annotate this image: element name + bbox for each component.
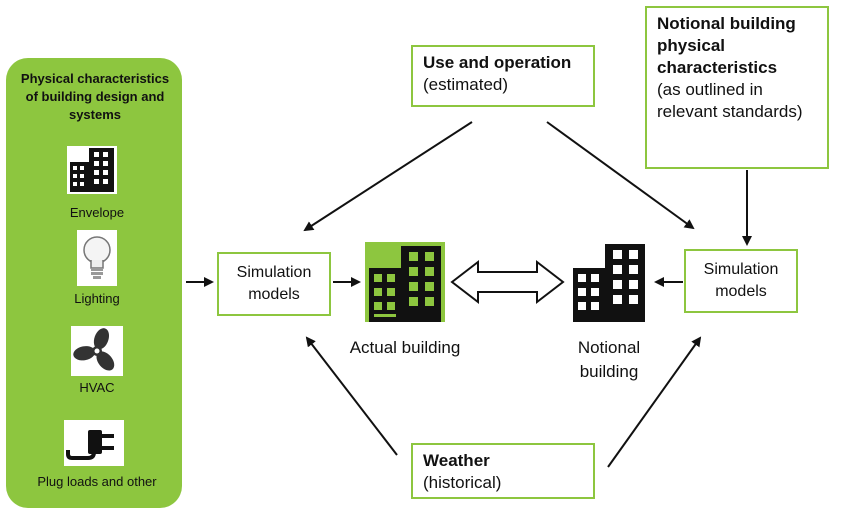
simulation-models-left-label: Simulation models (236, 264, 312, 303)
lightbulb-icon (77, 230, 117, 286)
arrow-use-to-sim-right (546, 121, 695, 230)
plug-icon (64, 420, 124, 466)
use-and-operation-subtitle: (estimated) (423, 75, 509, 94)
panel-title: Physical characteristics of building des… (20, 71, 170, 122)
notional-building-label: Notional building (577, 338, 641, 381)
arrow-use-to-sim-left (303, 121, 473, 232)
simulation-models-left-box: Simulation models (217, 252, 331, 316)
simulation-models-right-label: Simulation models (703, 261, 779, 300)
envelope-label: Envelope (69, 205, 125, 220)
double-arrow-comparison (450, 259, 565, 305)
lighting-label: Lighting (74, 291, 120, 306)
weather-title: Weather (423, 451, 490, 470)
actual-building-label: Actual building (349, 338, 461, 357)
fan-icon (71, 326, 123, 376)
use-and-operation-title: Use and operation (423, 53, 572, 72)
use-and-operation-box: Use and operation (estimated) (411, 45, 595, 107)
plug-loads-label: Plug loads and other (37, 474, 157, 489)
notional-characteristics-title: Notional building physical characteristi… (657, 14, 796, 77)
notional-building-icon (569, 242, 649, 322)
weather-subtitle: (historical) (423, 473, 502, 492)
arrow-weather-to-sim-left (305, 336, 398, 456)
notional-characteristics-box: Notional building physical characteristi… (645, 6, 829, 169)
arrow-weather-to-sim-right (607, 336, 702, 468)
hvac-label: HVAC (79, 380, 115, 395)
weather-box: Weather (historical) (411, 443, 595, 499)
simulation-models-right-box: Simulation models (684, 249, 798, 313)
actual-building-icon (365, 242, 445, 322)
notional-characteristics-subtitle: (as outlined in relevant standards) (657, 80, 803, 121)
building-icon (67, 146, 117, 194)
